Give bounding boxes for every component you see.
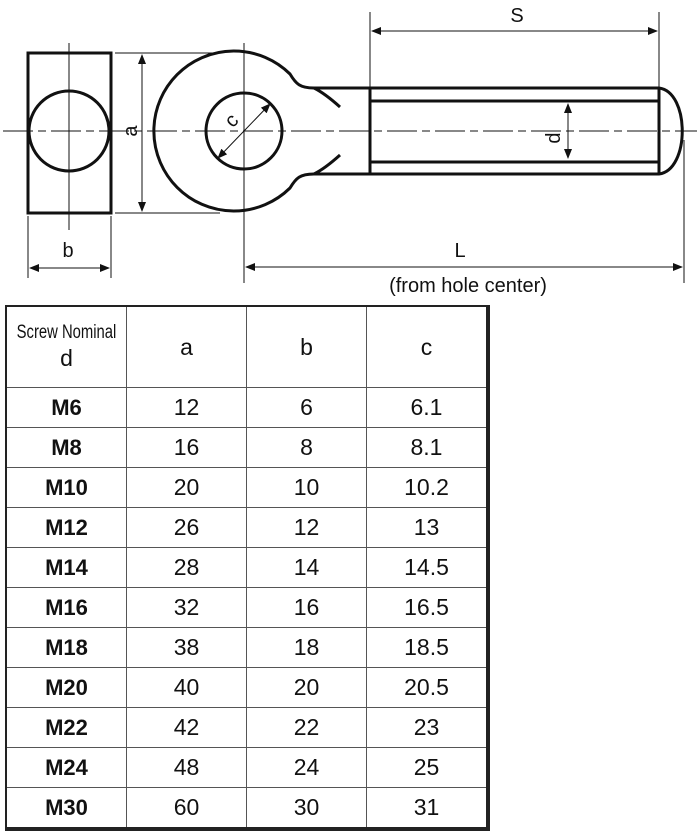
cell-c: 16.5 — [366, 587, 489, 628]
cell-b: 18 — [246, 627, 367, 668]
cell-c: 14.5 — [366, 547, 489, 588]
label-d: d — [543, 132, 565, 143]
cell-b: 16 — [246, 587, 367, 628]
label-s: S — [510, 5, 523, 27]
cell-a: 16 — [126, 427, 247, 468]
cell-c: 31 — [366, 787, 489, 830]
cell-d: M30 — [5, 787, 127, 830]
cell-d: M8 — [5, 427, 127, 468]
cell-b: 22 — [246, 707, 367, 748]
cell-d: M14 — [5, 547, 127, 588]
cell-b: 20 — [246, 667, 367, 708]
cell-a: 48 — [126, 747, 247, 788]
cell-c: 18.5 — [366, 627, 489, 668]
cell-b: 6 — [246, 387, 367, 428]
cell-c: 23 — [366, 707, 489, 748]
header-screw-nominal: Screw Nominal d — [5, 305, 127, 388]
cell-d: M6 — [5, 387, 127, 428]
cell-a: 20 — [126, 467, 247, 508]
eye-bolt-drawing: S a c d b L (from hole center) — [3, 5, 697, 297]
cell-b: 10 — [246, 467, 367, 508]
cell-d: M22 — [5, 707, 127, 748]
label-l-note: (from hole center) — [389, 275, 547, 297]
cell-a: 26 — [126, 507, 247, 548]
side-view — [26, 51, 113, 215]
cell-d: M20 — [5, 667, 127, 708]
header-nominal-d: d — [60, 345, 73, 371]
table-header-row: Screw Nominal d a b c — [5, 305, 489, 388]
cell-d: M16 — [5, 587, 127, 628]
cell-a: 60 — [126, 787, 247, 830]
header-nominal-label: Screw Nominal — [16, 322, 117, 343]
label-c: c — [220, 109, 243, 132]
cell-a: 38 — [126, 627, 247, 668]
header-b: b — [246, 305, 367, 388]
cell-b: 24 — [246, 747, 367, 788]
cell-a: 28 — [126, 547, 247, 588]
cell-a: 32 — [126, 587, 247, 628]
cell-b: 14 — [246, 547, 367, 588]
cell-c: 13 — [366, 507, 489, 548]
cell-a: 12 — [126, 387, 247, 428]
cell-a: 42 — [126, 707, 247, 748]
cell-c: 20.5 — [366, 667, 489, 708]
cell-d: M24 — [5, 747, 127, 788]
cell-c: 6.1 — [366, 387, 489, 428]
cell-d: M18 — [5, 627, 127, 668]
label-l: L — [454, 240, 465, 262]
label-a: a — [120, 125, 142, 137]
cell-d: M10 — [5, 467, 127, 508]
eye-bolt-front-view — [152, 49, 684, 213]
cell-d: M12 — [5, 507, 127, 548]
cell-c: 8.1 — [366, 427, 489, 468]
center-lines — [3, 43, 697, 283]
cell-b: 12 — [246, 507, 367, 548]
dimension-lines — [27, 12, 685, 283]
label-b: b — [62, 240, 73, 262]
cell-c: 25 — [366, 747, 489, 788]
cell-b: 30 — [246, 787, 367, 830]
header-c: c — [366, 305, 489, 388]
header-a: a — [126, 305, 247, 388]
cell-a: 40 — [126, 667, 247, 708]
cell-c: 10.2 — [366, 467, 489, 508]
cell-b: 8 — [246, 427, 367, 468]
